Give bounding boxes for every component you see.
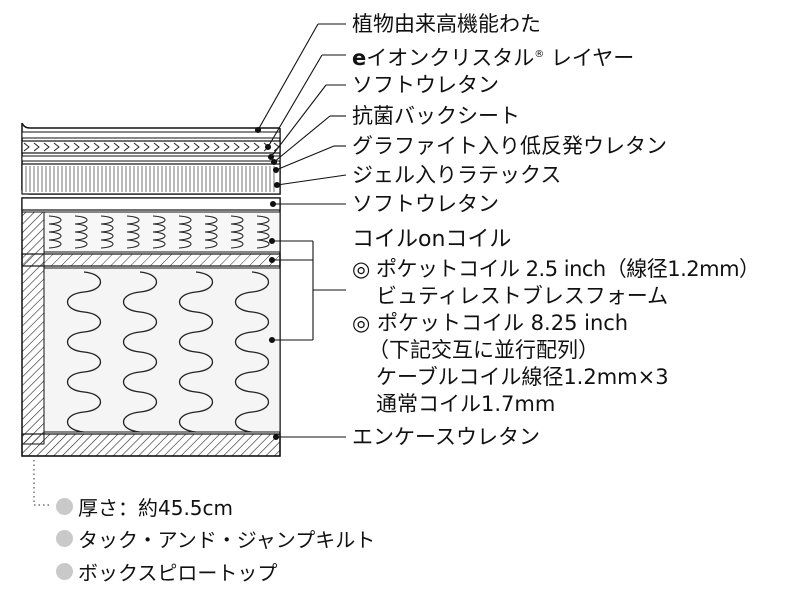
chevron-pattern [23,142,280,152]
label-eion-tail: レイヤー [544,46,635,70]
label-soft-urethane-1: ソフトウレタン [352,73,499,97]
feature-text: タック・アンド・ジャンプキルト [78,527,376,552]
small-pocket-coil [48,215,62,249]
bullet-dot [56,497,73,515]
label-coil-on-coil: コイルonコイル [352,227,512,252]
label-pocket-coil-825: ◎ ポケットコイル 8.25 inch [352,311,629,335]
small-pocket-coil [100,215,114,249]
large-pocket-coil [178,271,214,433]
registered-mark: ® [534,49,545,60]
label-normal-coil: 通常コイル1.7mm [376,392,556,416]
label-eion-prefix: e [352,46,367,70]
label-breath-foam: ビュティレストブレスフォーム [376,284,669,308]
upper-coil-band [43,211,281,253]
bullet-dot [56,562,73,580]
encase-bottom [21,433,281,457]
feature-text: ボックスピロートップ [78,560,278,585]
large-pocket-coil [234,271,270,433]
breath-foam-layer [21,253,281,267]
large-pocket-coil [122,271,158,433]
label-alternate-note: （下記交互に並行配列） [368,338,599,362]
label-eion-crystal: eイオンクリスタル® レイヤー [352,43,634,70]
label-graphite-foam: グラファイト入り低反発ウレタン [352,134,667,158]
feature-thickness: 厚さ：約45.5cm [56,494,234,520]
leader-lines [254,23,347,441]
graphite-foam-layer [21,140,281,154]
small-pocket-coil [152,215,166,249]
small-pocket-coil [256,215,270,249]
soft-urethane-layer-top [21,131,281,139]
label-pocket-coil-25: ◎ ポケットコイル 2.5 inch（線径1.2mm） [352,257,760,281]
small-pocket-coil [204,215,218,249]
small-pocket-coil [126,215,140,249]
top-padding-layer [21,122,280,129]
small-pocket-coil [178,215,192,249]
encase-side-left [21,211,45,445]
soft-urethane-layer [21,197,281,211]
label-soft-urethane-2: ソフトウレタン [352,192,499,216]
feature-pillow-top: ボックスピロートップ [56,559,278,585]
label-antibacterial-sheet: 抗菌バックシート [352,104,520,128]
large-pocket-coil [66,271,102,433]
feature-text: 厚さ：約45.5cm [78,495,234,520]
label-gel-latex: ジェル入りラテックス [352,163,562,187]
small-pocket-coil [230,215,244,249]
bullet-dot [56,529,73,547]
small-pocket-coil [74,215,88,249]
gel-latex-layer [21,163,281,195]
feature-quilt: タック・アンド・ジャンプキルト [56,526,376,552]
label-eion-main: イオンクリスタル [366,46,535,70]
back-sheet-layer [21,155,281,162]
latex-stripe-pattern [25,166,275,192]
label-plant-fiber: 植物由来高機能わた [352,12,541,36]
label-encase-urethane: エンケースウレタン [352,425,540,449]
thickness-indicator [33,460,52,506]
label-cable-coil: ケーブルコイル線径1.2mm×3 [376,365,669,389]
